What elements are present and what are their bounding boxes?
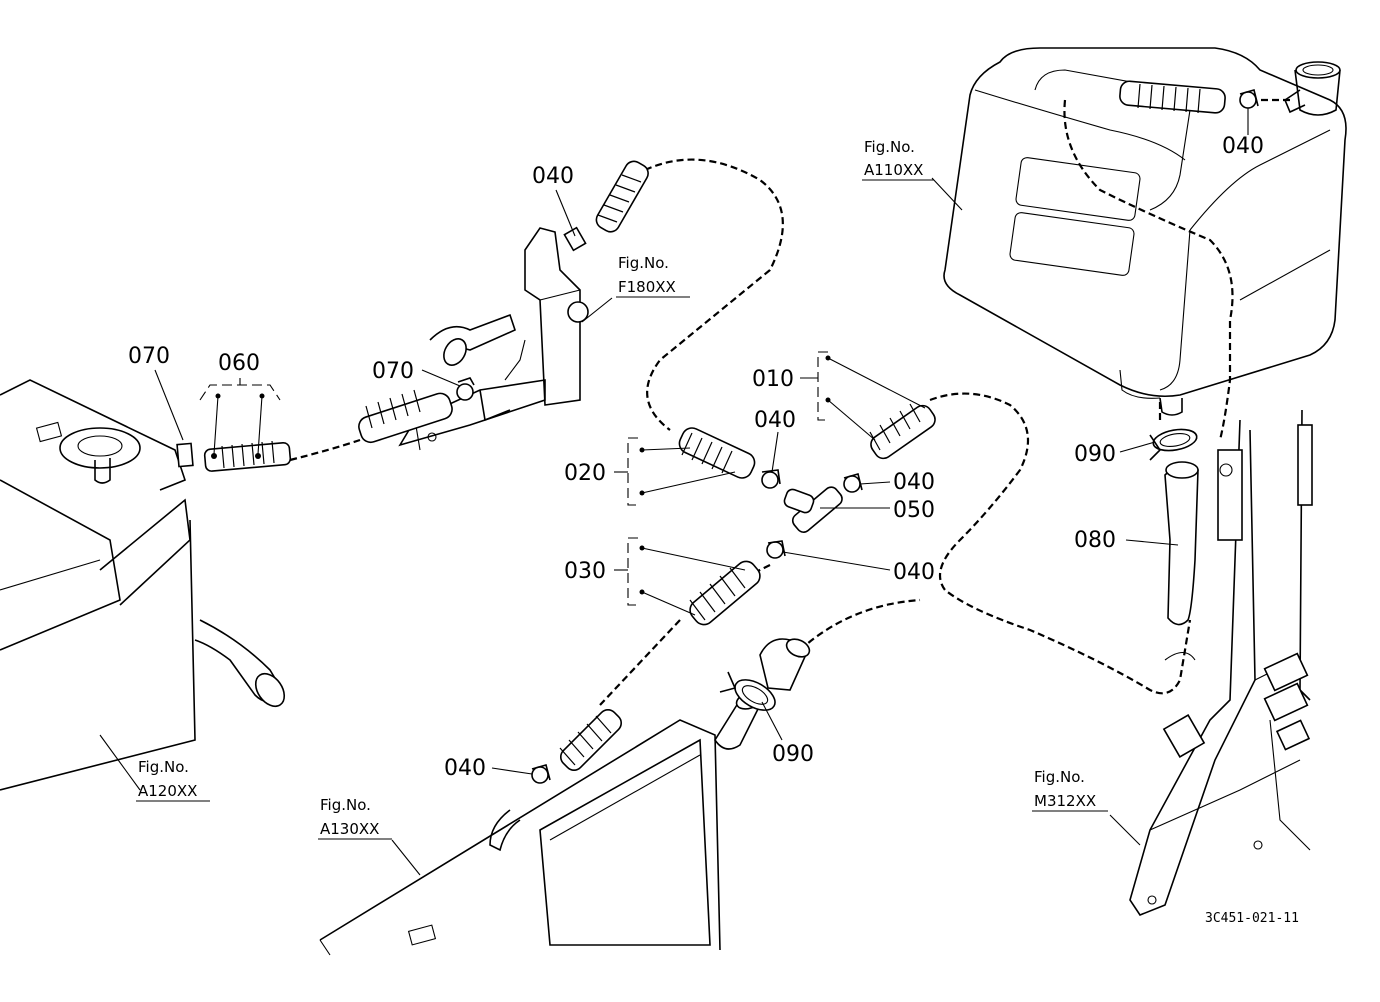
- reservoir-tank: [943, 47, 1347, 416]
- hose-lower: [531, 708, 623, 784]
- label-060: 060: [218, 351, 260, 376]
- fig-a130-code: A130XX: [320, 820, 379, 838]
- label-040-lower-left: 040: [444, 756, 486, 781]
- hose-reservoir: [1119, 80, 1259, 114]
- hose-upper: [563, 160, 649, 252]
- bracket: [398, 227, 589, 451]
- label-030: 030: [564, 559, 606, 584]
- fig-m312-head: Fig.No.: [1034, 768, 1085, 786]
- clamp-090-lower: [719, 638, 811, 711]
- tee-050: [766, 486, 843, 559]
- label-050: 050: [893, 498, 935, 523]
- drawing-code: 3C451-021-11: [1205, 911, 1299, 926]
- label-090-upper: 090: [1074, 442, 1116, 467]
- fig-f180-code: F180XX: [618, 278, 676, 296]
- fig-a120-head: Fig.No.: [138, 758, 189, 776]
- label-070-left: 070: [128, 344, 170, 369]
- label-080: 080: [1074, 528, 1116, 553]
- main-frame: [1129, 409, 1313, 916]
- hose-010: [843, 403, 936, 493]
- label-040-top-right: 040: [1222, 134, 1264, 159]
- fuel-tank-left: [0, 379, 286, 791]
- label-040-right: 040: [893, 470, 935, 495]
- label-020: 020: [564, 461, 606, 486]
- radiator: [319, 690, 765, 956]
- leader-lines: [99, 108, 1249, 876]
- label-040-lower-right: 040: [893, 560, 935, 585]
- label-040-mid: 040: [754, 408, 796, 433]
- hose-060: [176, 440, 292, 472]
- hose-030: [689, 560, 761, 626]
- hose-020: [678, 427, 781, 489]
- hose-080: [1149, 428, 1199, 626]
- hoses: [289, 98, 1290, 706]
- fig-a110-head: Fig.No.: [864, 138, 915, 156]
- fig-a120-code: A120XX: [138, 782, 197, 800]
- fig-a130-head: Fig.No.: [320, 796, 371, 814]
- fig-m312-code: M312XX: [1034, 792, 1096, 810]
- hose-070: [358, 377, 475, 444]
- part-labels: 010 020 030 040 040 040 040 040 040 050 …: [128, 134, 1264, 781]
- fig-a110-code: A110XX: [864, 161, 923, 179]
- label-040-upper: 040: [532, 164, 574, 189]
- label-090-lower: 090: [772, 742, 814, 767]
- fig-f180-head: Fig.No.: [618, 254, 669, 272]
- label-010: 010: [752, 367, 794, 392]
- figure-references: Fig.No. A110XX Fig.No. F180XX Fig.No. A1…: [136, 138, 1108, 840]
- label-070-bracket: 070: [372, 359, 414, 384]
